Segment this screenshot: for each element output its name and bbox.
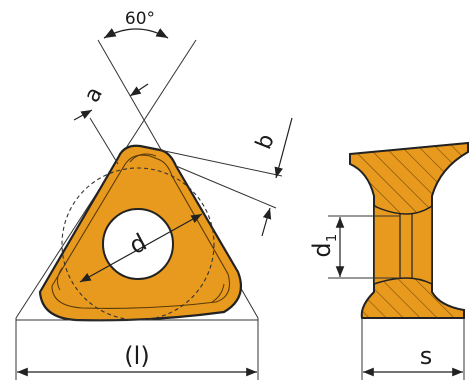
b-extension-line-2: [175, 165, 277, 209]
b-label: b: [251, 131, 279, 153]
d1-label-sub: 1: [325, 234, 340, 242]
front-view: 60° d a b (l): [15, 9, 293, 380]
a-dimension-arrow-1: [73, 109, 93, 121]
b-dimension-arrow-2: [261, 207, 272, 237]
a-extension-line: [89, 117, 119, 165]
d1-label: d 1: [308, 234, 340, 258]
side-view: d 1 s: [308, 141, 469, 380]
a-dimension-arrow-2: [129, 83, 149, 97]
s-label: s: [420, 342, 433, 370]
angle-label: 60°: [125, 9, 155, 29]
d1-label-main: d: [308, 242, 336, 257]
chip-breaker-right: [211, 283, 225, 303]
b-extension-line-1: [159, 149, 283, 177]
l-label: (l): [124, 342, 149, 370]
chip-breaker-left: [56, 267, 63, 291]
chip-breaker-top: [129, 153, 157, 163]
section-hole: [373, 204, 433, 286]
b-dimension-arrow-1: [274, 117, 293, 179]
a-label: a: [80, 83, 108, 107]
d-dimension-arrow: [79, 213, 203, 283]
angle-arc: [103, 28, 169, 39]
insert-inner-edge: [51, 154, 231, 309]
